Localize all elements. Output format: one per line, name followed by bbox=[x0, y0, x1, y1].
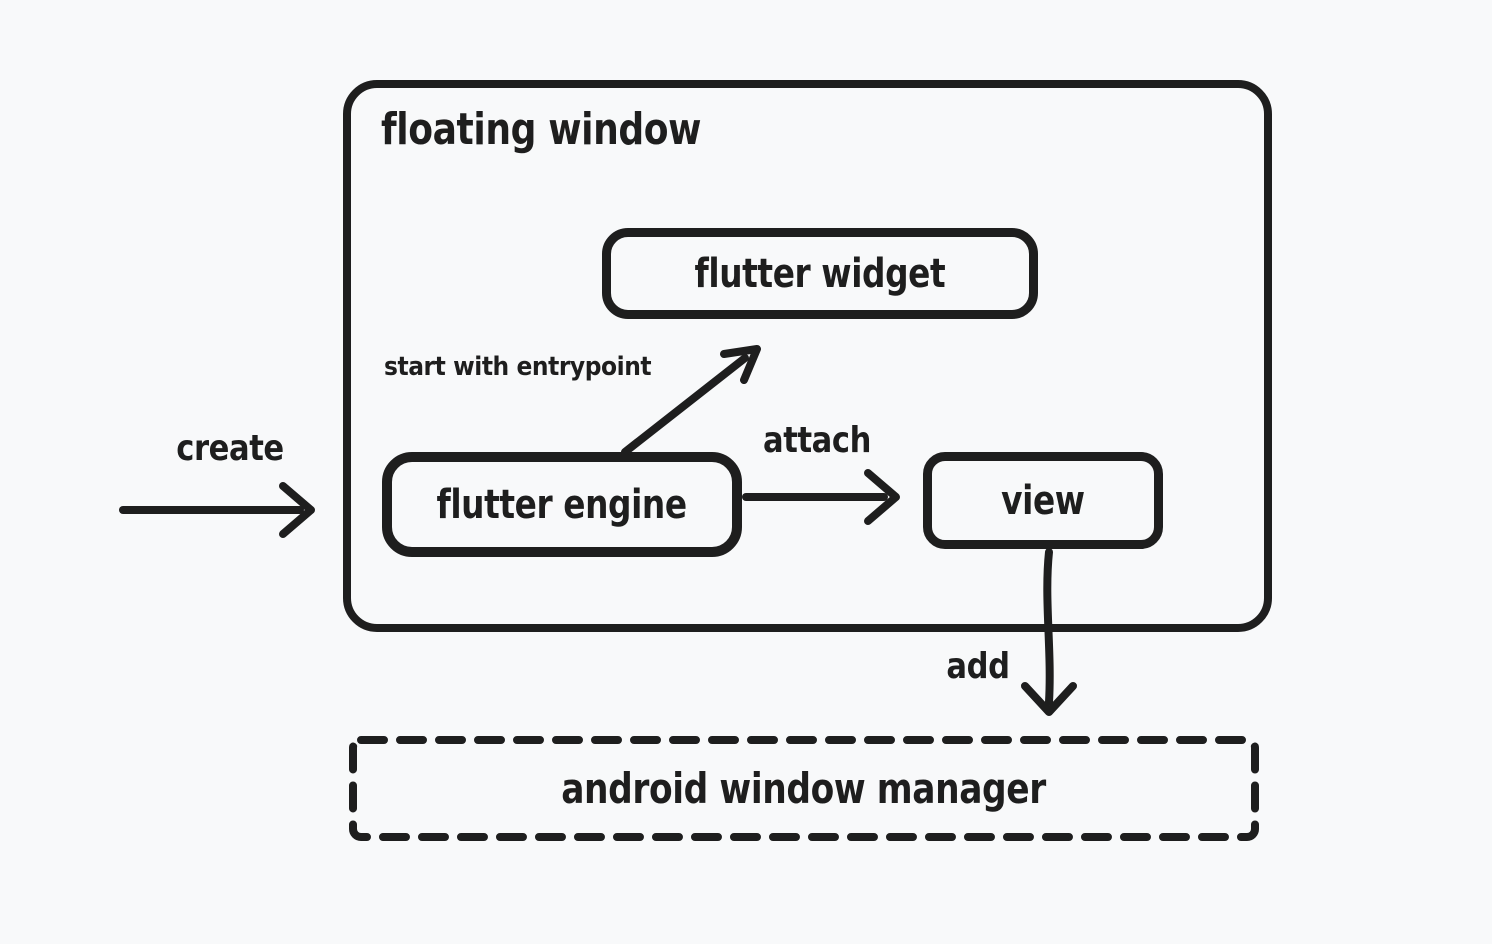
edge-create-label: create bbox=[176, 428, 284, 469]
edge-attach-label: attach bbox=[763, 420, 871, 461]
node-flutter-widget: flutter widget bbox=[602, 228, 1038, 319]
edge-add-label: add bbox=[946, 646, 1010, 687]
node-android-window-manager-label: android window manager bbox=[561, 764, 1047, 813]
node-view: view bbox=[923, 452, 1163, 549]
node-view-label: view bbox=[1001, 477, 1085, 524]
node-android-window-manager: android window manager bbox=[350, 737, 1258, 840]
node-flutter-engine: flutter engine bbox=[382, 452, 742, 557]
edge-start-with-entrypoint-label: start with entrypoint bbox=[384, 352, 652, 382]
floating-window-container bbox=[343, 80, 1272, 632]
node-flutter-widget-label: flutter widget bbox=[694, 250, 946, 297]
node-flutter-engine-label: flutter engine bbox=[436, 481, 688, 528]
edge-create-arrow bbox=[119, 482, 315, 538]
floating-window-label: floating window bbox=[381, 104, 702, 155]
